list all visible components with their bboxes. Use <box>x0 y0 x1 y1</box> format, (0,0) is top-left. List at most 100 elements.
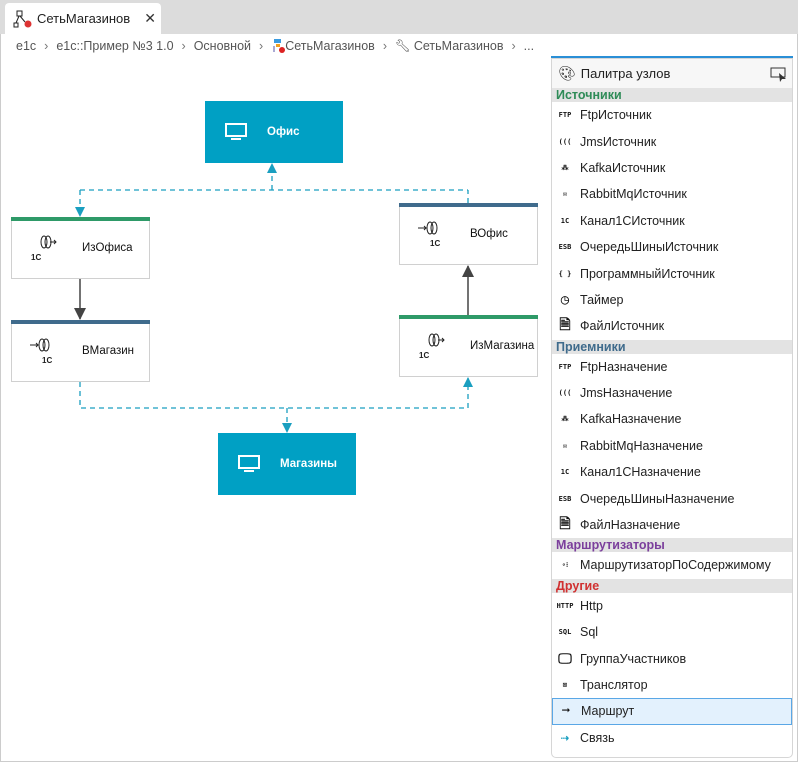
palette-header: 🎨︎ Палитра узлов <box>552 59 792 88</box>
destination-bar <box>11 320 150 324</box>
file-icon: 🗎︎ <box>559 317 571 334</box>
chevron-right-icon: › <box>511 39 516 53</box>
monitor-icon <box>225 123 247 140</box>
chevron-right-icon: › <box>44 39 49 53</box>
channel-1c-destination-icon: 1С <box>30 338 52 365</box>
channel-1c-source-icon: 1С <box>419 333 445 360</box>
monitor-icon: 🖵︎ <box>558 650 572 667</box>
palette-item[interactable]: ✉︎RabbitMqНазначение <box>552 433 792 459</box>
source-bar <box>399 315 538 319</box>
close-icon[interactable]: ✕ <box>144 10 156 26</box>
svg-text:1С: 1С <box>419 351 429 360</box>
source-bar <box>11 217 150 221</box>
destination-node-to-store[interactable]: 1С ВМагазин <box>11 320 150 382</box>
palette-item-label: Транслятор <box>580 678 648 692</box>
breadcrumb-item[interactable]: Основной <box>193 39 252 53</box>
network-icon <box>273 39 286 53</box>
node-label: ИзМагазина <box>470 340 535 352</box>
jms-icon: ((( <box>558 137 572 146</box>
palette-item-label: FtpИсточник <box>580 108 652 123</box>
route-arrow-icon: ➞ <box>561 703 571 720</box>
kafka-icon: ⁂ <box>561 163 569 172</box>
breadcrumb-item[interactable]: 🔧︎СетьМагазинов <box>394 38 504 54</box>
palette-item[interactable]: ⊠Транслятор <box>552 672 792 698</box>
chevron-right-icon: › <box>259 39 264 53</box>
palette-item-label: Канал1СИсточник <box>580 213 685 228</box>
palette-item[interactable]: ⇢ Связь <box>552 725 792 751</box>
palette-title: Палитра узлов <box>580 66 671 81</box>
palette-section-header: Маршрутизаторы <box>552 538 792 553</box>
tab-bar: СетьМагазинов ✕ <box>0 0 798 34</box>
breadcrumb-item[interactable]: ... <box>523 39 535 53</box>
select-tool-icon[interactable] <box>770 66 788 82</box>
monitor-icon <box>238 455 260 472</box>
palette-item[interactable]: { } ПрограммныйИсточник <box>552 260 792 286</box>
palette-item[interactable]: (((JmsИсточник <box>552 128 792 154</box>
destination-bar <box>399 203 538 207</box>
palette-item-label: Связь <box>580 730 615 745</box>
palette-section-header: Другие <box>552 578 792 593</box>
ftp-icon: FTP <box>558 362 572 371</box>
program-icon: { } <box>558 269 572 278</box>
palette-item[interactable]: 🗎︎ ФайлИсточник <box>552 313 792 339</box>
sql-icon: SQL <box>558 628 572 637</box>
wrench-icon: 🔧︎ <box>394 38 411 53</box>
palette-item-label: KafkaИсточник <box>580 160 666 175</box>
palette-item[interactable]: ◷Таймер <box>552 287 792 313</box>
palette-item[interactable]: ∘⁝МаршрутизаторПоСодержимому <box>552 552 792 578</box>
chevron-right-icon: › <box>382 39 387 53</box>
palette-item[interactable]: 🖵︎ ГруппаУчастников <box>552 645 792 671</box>
palette-item-label: KafkaНазначение <box>580 412 682 427</box>
node-label: ВОфис <box>470 228 508 240</box>
channel-1c-icon: 1С <box>560 216 570 225</box>
tab-network[interactable]: СетьМагазинов ✕ <box>5 3 161 34</box>
source-node-from-office[interactable]: 1С ИзОфиса <box>11 217 150 279</box>
group-node-office[interactable]: Офис <box>205 101 343 163</box>
palette-item[interactable]: ✉︎RabbitMqИсточник <box>552 181 792 207</box>
palette-icon: 🎨︎ <box>558 65 576 81</box>
link-edge[interactable] <box>79 382 468 409</box>
palette-item[interactable]: ⁂ KafkaИсточник <box>552 155 792 181</box>
tab-title: СетьМагазинов <box>37 11 131 26</box>
palette-item[interactable]: 1С Канал1СНазначение <box>552 459 792 485</box>
breadcrumb-item[interactable]: СетьМагазинов <box>271 39 375 53</box>
file-icon: 🗎︎ <box>559 516 571 533</box>
palette-item-label: ФайлИсточник <box>580 319 665 334</box>
rabbitmq-icon: ✉︎ <box>562 190 568 199</box>
breadcrumb-item[interactable]: e1c::Пример №3 1.0 <box>56 39 174 53</box>
palette-item[interactable]: ➞Маршрут <box>552 698 792 725</box>
palette-item[interactable]: 1С Канал1СИсточник <box>552 208 792 234</box>
node-label: Магазины <box>280 458 337 470</box>
kafka-icon: ⁂ <box>561 415 569 424</box>
destination-node-to-office[interactable]: 1С ВОфис <box>399 203 538 265</box>
palette-item-label: ОчередьШиныИсточник <box>580 240 719 255</box>
diagram-icon <box>13 10 32 27</box>
source-node-from-store[interactable]: 1С ИзМагазина <box>399 315 538 377</box>
group-node-stores[interactable]: Магазины <box>218 433 356 495</box>
breadcrumb-item[interactable]: e1c <box>16 39 37 53</box>
palette-item-label: ГруппаУчастников <box>580 651 687 666</box>
rabbitmq-icon: ✉︎ <box>562 441 568 450</box>
channel-1c-icon: 1С <box>560 468 570 477</box>
palette-item-label: ПрограммныйИсточник <box>580 266 715 281</box>
palette-item[interactable]: ⁂ KafkaНазначение <box>552 406 792 432</box>
link-arrow-icon: ⇢ <box>560 729 570 746</box>
palette-item[interactable]: (((JmsНазначение <box>552 380 792 406</box>
palette-item[interactable]: SQL Sql <box>552 619 792 645</box>
palette-item[interactable]: 🗎︎ФайлНазначение <box>552 512 792 538</box>
palette-item-label: FtpНазначение <box>580 359 668 374</box>
palette-item-label: JmsНазначение <box>580 386 673 401</box>
palette-item-label: Канал1СНазначение <box>580 465 701 480</box>
palette-item[interactable]: FTP FtpНазначение <box>552 354 792 380</box>
palette-item-label: ОчередьШиныНазначение <box>580 491 735 506</box>
palette-item-label: Sql <box>580 625 599 640</box>
palette-section-header: Приемники <box>552 339 792 354</box>
content-router-icon: ∘⁝ <box>561 561 569 570</box>
node-label: ИзОфиса <box>82 242 133 254</box>
